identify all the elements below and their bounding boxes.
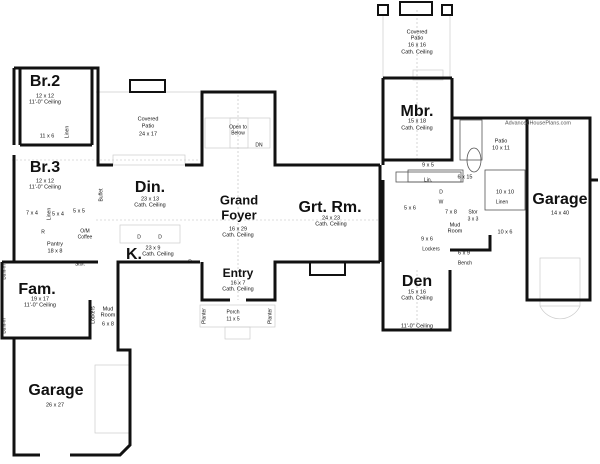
- grand-foyer-dims: 16 x 29: [228, 226, 248, 233]
- dishwasher-label: D: [137, 234, 141, 241]
- patio-small-dims: 10 x 11: [492, 145, 510, 152]
- room-fam-ceiling: 11'-0" Ceiling: [24, 302, 56, 309]
- room-great-room-ceiling: Cath. Ceiling: [315, 221, 347, 228]
- open-to-below-2: Below: [231, 130, 245, 137]
- room-garage-right-dims: 14 x 40: [550, 210, 570, 217]
- room-entry-dims: 16 x 7: [230, 280, 246, 287]
- mud-room-right-label-1: Mud: [449, 222, 461, 229]
- room-den-ceiling-2: 11'-0" Ceiling: [401, 323, 433, 330]
- refrigerator-label: R: [41, 229, 45, 236]
- bath-right-dims: 5 x 6: [404, 205, 416, 212]
- planter-right-label: Planter: [267, 308, 274, 324]
- closet-master-dims: 10 x 10: [495, 189, 515, 196]
- buffet-label: Buffet: [98, 188, 105, 202]
- mud-room-dims: 6 x 8: [102, 321, 114, 328]
- bath-left-dims: 11 x 6: [39, 133, 55, 140]
- room-great-room-dims: 24 x 23: [321, 215, 341, 222]
- closet-dims-2: 5 x 4: [52, 211, 64, 218]
- porch-label: Porch: [226, 309, 240, 316]
- washer-label: W: [438, 199, 444, 206]
- closet-dims: 7 x 4: [26, 210, 38, 217]
- room-den-label: Den: [401, 273, 433, 290]
- room-mbr-label: Mbr.: [400, 103, 434, 120]
- stor-right-label: Stor: [468, 209, 478, 216]
- room-entry-ceiling: Cath. Ceiling: [222, 286, 254, 293]
- room-br3-ceiling: 11'-0" Ceiling: [29, 184, 61, 191]
- bench-label: Bench: [457, 260, 473, 267]
- room-mbr-dims: 15 x 18: [407, 118, 427, 125]
- patio-left-dims: 24 x 17: [138, 131, 158, 138]
- room-kitchen-dims: 23 x 9: [145, 245, 161, 252]
- porch-dims: 11 x 5: [226, 316, 240, 323]
- room-kitchen-label: K.: [126, 246, 142, 263]
- room-garage-left-dims: 26 x 27: [45, 402, 65, 409]
- linen-label: Linen: [64, 125, 71, 139]
- room-kitchen-ceiling: Cath. Ceiling: [142, 251, 174, 258]
- mud-room-right-label-2: Room: [447, 228, 463, 235]
- stor-right-dims: 3 x 3: [467, 216, 479, 223]
- room-garage-left-label: Garage: [28, 382, 84, 399]
- patio-small-label: Patio: [494, 138, 508, 145]
- linen-label-3: Linen: [495, 199, 509, 206]
- patio-left-label-2: Patio: [141, 123, 155, 130]
- hall-garage-dims: 10 x 6: [497, 229, 513, 236]
- pantry-dims: 18 x 8: [47, 248, 63, 255]
- bench-room-dims: 6 x 9: [458, 250, 470, 257]
- room-great-room-label: Grt. Rm.: [298, 199, 362, 216]
- room-br3-label: Br.3: [29, 159, 61, 176]
- coffee-label: Coffee: [77, 234, 93, 241]
- grand-foyer-ceiling: Cath. Ceiling: [222, 232, 254, 239]
- room-br2-ceiling: 11'-0" Ceiling: [29, 99, 61, 106]
- patio-right-ceiling: Cath. Ceiling: [401, 49, 433, 56]
- room-din-label: Din.: [134, 179, 166, 196]
- patio-right-label-1: Covered: [406, 29, 428, 36]
- stor-label: Stor.: [74, 261, 86, 268]
- grand-foyer-label-2: Foyer: [221, 207, 257, 223]
- mud-room-label-2: Room: [100, 312, 116, 319]
- patio-left-label-1: Covered: [137, 116, 159, 123]
- lockers-label: Lockers: [90, 306, 97, 324]
- room-br2-label: Br.2: [29, 73, 61, 90]
- room-den-dims: 15 x 16: [407, 289, 427, 296]
- built-in-label: Built-in: [1, 264, 8, 280]
- room-mbr-ceiling: Cath. Ceiling: [401, 125, 433, 132]
- mud-room-right-dims: 9 x 6: [421, 236, 433, 243]
- room-din-dims: 23 x 13: [140, 196, 160, 203]
- dryer-label-2: D: [439, 189, 443, 196]
- stair-down-label: DN: [255, 142, 263, 149]
- pantry-label: Pantry: [47, 241, 63, 248]
- laundry-dims: 7 x 8: [445, 209, 457, 216]
- patio-right-dims: 16 x 16: [407, 42, 427, 49]
- lockers-right-label: Lockers: [422, 246, 440, 253]
- bath-dims-2: 5 x 5: [73, 208, 85, 215]
- open-to-below-1: Open to: [229, 124, 247, 131]
- room-fam-dims: 19 x 17: [30, 296, 50, 303]
- dryer-label: D: [158, 234, 162, 241]
- room-br3-dims: 12 x 12: [35, 178, 55, 185]
- watermark: AdvancedHousePlans.com: [504, 120, 572, 127]
- refrigerator-label-2: R: [188, 259, 192, 266]
- om-label: O/M: [80, 228, 90, 235]
- master-bath-dims: 6 x 15: [457, 174, 473, 181]
- room-entry-label: Entry: [222, 266, 254, 280]
- mud-room-label-1: Mud: [102, 306, 114, 313]
- room-den-ceiling: Cath. Ceiling: [401, 295, 433, 302]
- patio-right-label-2: Patio: [410, 35, 424, 42]
- vanity-dims: 9 x 5: [422, 162, 434, 169]
- room-fam-label: Fam.: [18, 281, 56, 298]
- planter-left-label: Planter: [201, 308, 208, 324]
- lin-label: Lin.: [423, 177, 433, 184]
- built-in-label-2: Built-in: [1, 318, 8, 334]
- grand-foyer-label-1: Grand: [219, 192, 259, 208]
- room-br2-dims: 12 x 12: [35, 93, 55, 100]
- room-din-ceiling: Cath. Ceiling: [134, 202, 166, 209]
- room-garage-right-label: Garage: [532, 191, 588, 208]
